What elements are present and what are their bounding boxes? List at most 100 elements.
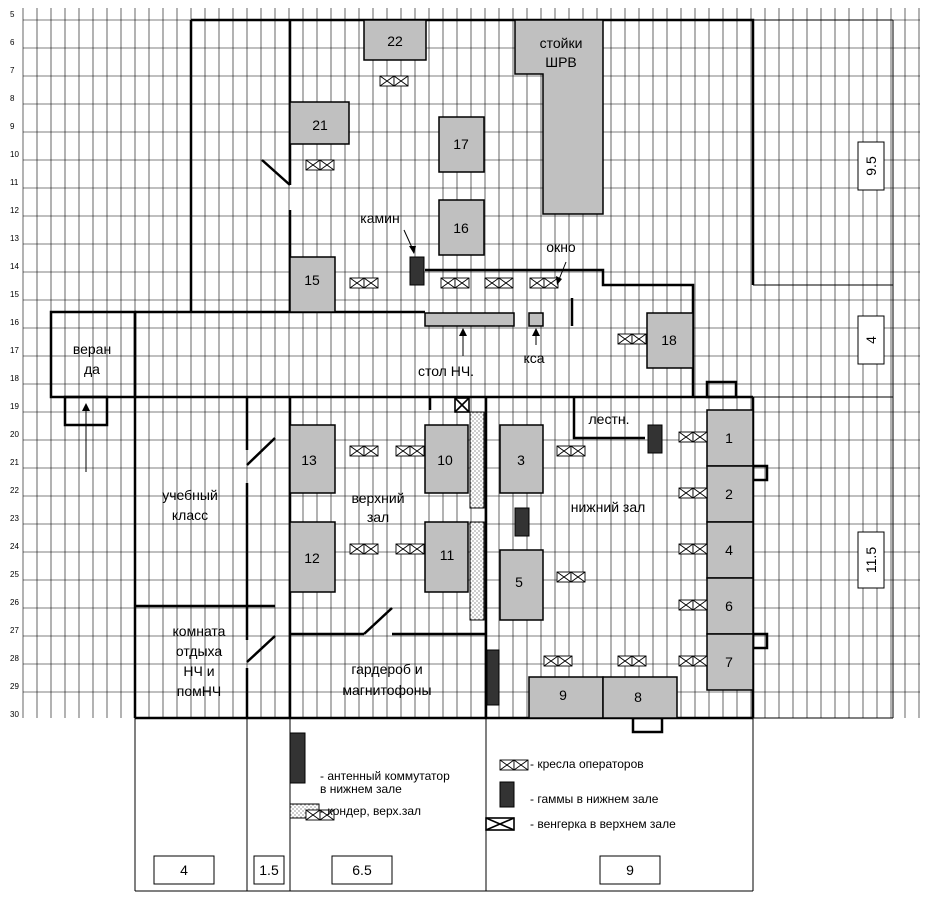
upper-hall-label-line2: зал [367, 509, 389, 525]
desk-nch [424, 312, 515, 327]
row-number: 9 [10, 122, 15, 131]
equipment-6: 6 [725, 598, 733, 614]
lower-hall-label: нижний зал [571, 499, 646, 515]
ksa-label: кса [523, 350, 544, 366]
vengerka-icon [485, 817, 515, 831]
equipment-17: 17 [453, 136, 469, 152]
equipment-units: 22 21 17 16 15 18 13 10 3 12 11 5 1 2 4 … [289, 19, 754, 719]
equipment-7: 7 [725, 654, 733, 670]
operator-chairs [305, 75, 708, 821]
row-number: 18 [10, 374, 19, 383]
row-number: 11 [10, 178, 19, 187]
row-number: 15 [10, 290, 19, 299]
operator-chair-icon [678, 599, 708, 611]
racks-label-line2: ШРВ [545, 54, 577, 70]
ksa-unit [528, 312, 544, 327]
walls [49, 18, 769, 734]
row-number: 10 [10, 150, 19, 159]
conditioners [289, 411, 485, 819]
classroom-label-line2: класс [172, 507, 208, 523]
row-number: 5 [10, 10, 15, 19]
row-number: 8 [10, 94, 15, 103]
fireplace-label: камин [360, 210, 399, 226]
vengerka-units [454, 397, 515, 831]
classroom-label-line1: учебный [162, 487, 218, 503]
wardrobe-label-line1: гардероб и [351, 661, 422, 677]
dimension-labels: 9.5 4 11.5 4 1.5 6.5 9 [153, 141, 885, 885]
row-numbers: 5678910111213141516171819202122232425262… [10, 10, 19, 719]
equipment-9: 9 [559, 687, 567, 703]
equipment-10: 10 [437, 452, 453, 468]
equipment-2: 2 [725, 486, 733, 502]
row-number: 13 [10, 234, 19, 243]
operator-chair-icon [529, 277, 559, 289]
operator-chair-icon [499, 759, 529, 771]
legend-operator-chairs: - кресла операторов [530, 757, 644, 771]
operator-chair-icon [349, 277, 379, 289]
equipment-18: 18 [661, 332, 677, 348]
equipment-16: 16 [453, 220, 469, 236]
rest-room-label-line4: помНЧ [177, 683, 221, 699]
row-number: 28 [10, 654, 19, 663]
dimension-frames [134, 19, 894, 892]
legend-antenna-line2: в нижнем зале [320, 782, 402, 796]
row-number: 29 [10, 682, 19, 691]
operator-chair-icon [678, 543, 708, 555]
stairs-label: лестн. [589, 411, 630, 427]
operator-chair-icon [395, 445, 425, 457]
row-number: 14 [10, 262, 19, 271]
vengerka-icon [454, 397, 470, 413]
equipment-15: 15 [304, 272, 320, 288]
rest-room-label-line2: отдыха [176, 643, 223, 659]
dim-right-3: 11.5 [863, 547, 879, 573]
row-number: 20 [10, 430, 19, 439]
desk-label: стол НЧ. [418, 363, 474, 379]
row-number: 27 [10, 626, 19, 635]
equipment-1: 1 [725, 430, 733, 446]
annotations: камин окно стол НЧ. кса [82, 210, 576, 472]
row-number: 19 [10, 402, 19, 411]
racks-shrv [514, 19, 604, 215]
veranda-label-line1: веран [73, 341, 111, 357]
racks-label-line1: стойки [540, 35, 583, 51]
row-number: 25 [10, 570, 19, 579]
operator-chair-icon [349, 543, 379, 555]
window-label: окно [546, 239, 576, 255]
legend-antenna-line1: - антенный коммутатор [320, 769, 450, 783]
legend: - антенный коммутатор в нижнем зале - ко… [320, 757, 676, 831]
dim-right-2: 4 [863, 336, 879, 344]
equipment-11: 11 [440, 547, 455, 563]
equipment-4: 4 [725, 542, 733, 558]
dim-right-1: 9.5 [863, 156, 879, 176]
operator-chair-icon [379, 75, 409, 87]
operator-chair-icon [556, 571, 586, 583]
row-number: 12 [10, 206, 19, 215]
operator-chair-icon [395, 543, 425, 555]
veranda-label-line2: да [84, 361, 100, 377]
operator-chair-icon [349, 445, 379, 457]
legend-gammas: - гаммы в нижнем зале [530, 792, 659, 806]
row-number: 6 [10, 38, 15, 47]
dim-bottom-4: 9 [626, 862, 634, 878]
dim-bottom-1: 4 [180, 862, 188, 878]
room-labels: веран да учебный класс комната отдыха НЧ… [73, 341, 645, 699]
operator-chair-icon [678, 655, 708, 667]
row-number: 16 [10, 318, 19, 327]
row-number: 30 [10, 710, 19, 719]
row-number: 17 [10, 346, 19, 355]
operator-chair-icon [484, 277, 514, 289]
row-number: 7 [10, 66, 15, 75]
row-number: 21 [10, 458, 19, 467]
operator-chair-icon [617, 655, 647, 667]
equipment-13: 13 [301, 452, 317, 468]
rest-room-label-line1: комната [173, 623, 226, 639]
row-number: 23 [10, 514, 19, 523]
row-number: 26 [10, 598, 19, 607]
operator-chair-icon [556, 445, 586, 457]
equipment-8: 8 [634, 689, 642, 705]
operator-chair-icon [543, 655, 573, 667]
equipment-12: 12 [304, 550, 320, 566]
equipment-5: 5 [515, 574, 523, 590]
